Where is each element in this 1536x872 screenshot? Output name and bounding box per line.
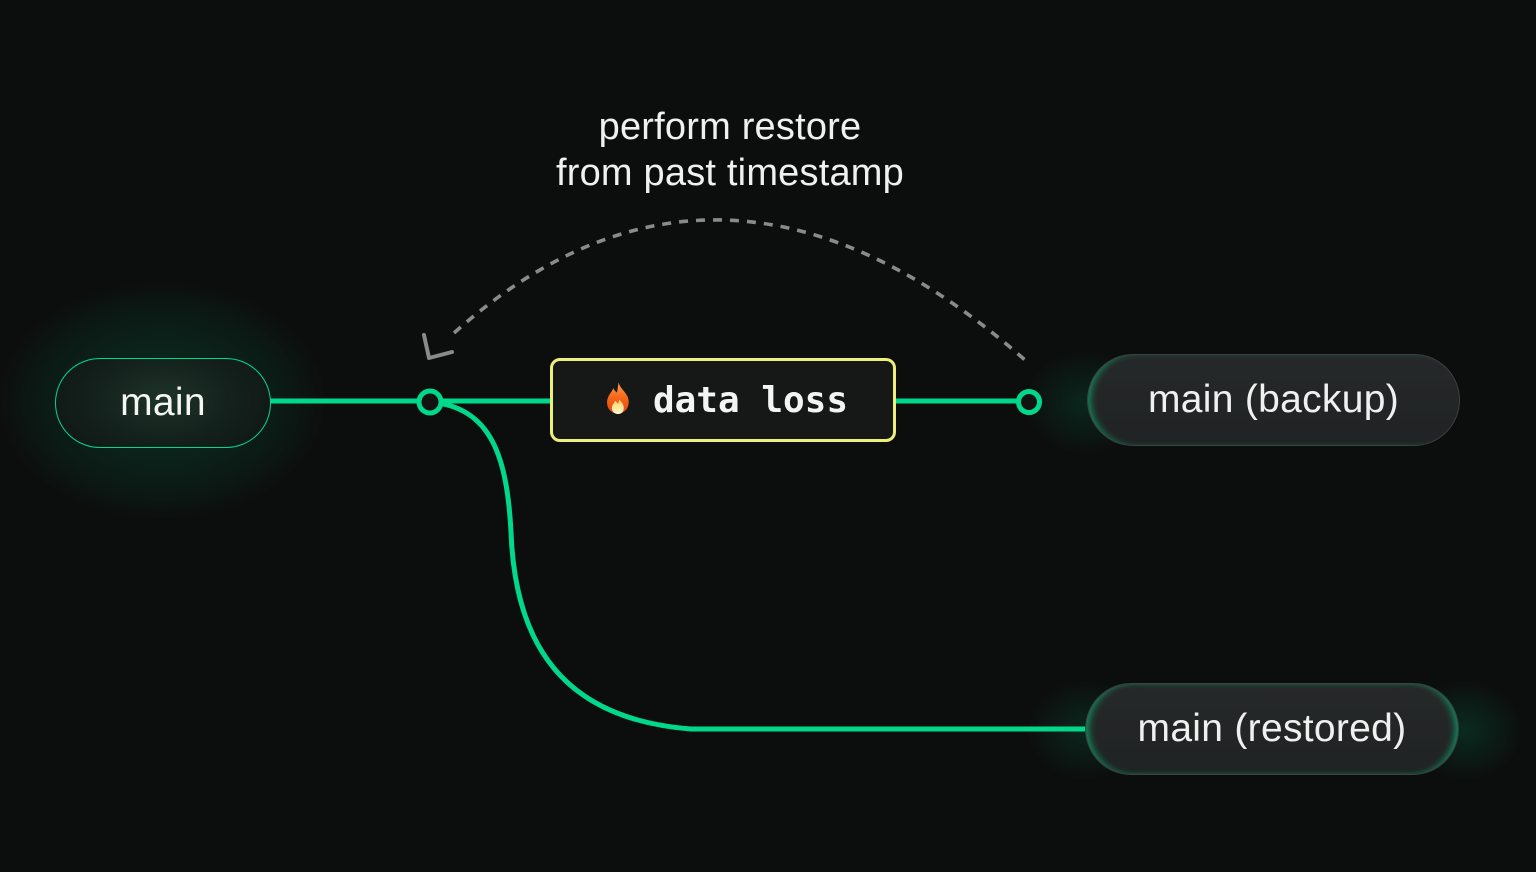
fire-icon (607, 382, 629, 414)
data-loss-label: data loss (652, 379, 849, 421)
data-loss-box: data loss (550, 358, 896, 442)
restore-arc (452, 218, 1027, 362)
node-backup-label: main (backup) (1147, 378, 1399, 421)
restored-branch-curve (427, 399, 1093, 732)
commit-node-left (416, 388, 444, 416)
node-main-backup: main (backup) (1087, 354, 1460, 446)
annotation: perform restore from past timestamp (455, 104, 1005, 196)
node-restored-label: main (restored) (1137, 707, 1407, 750)
node-main: main (55, 358, 271, 448)
node-main-label: main (120, 381, 206, 424)
annotation-line-1: perform restore (598, 106, 862, 148)
annotation-line-2: from past timestamp (555, 152, 904, 194)
restore-arrow-icon (422, 333, 454, 360)
node-main-restored: main (restored) (1085, 683, 1459, 775)
commit-node-right (1016, 389, 1042, 415)
